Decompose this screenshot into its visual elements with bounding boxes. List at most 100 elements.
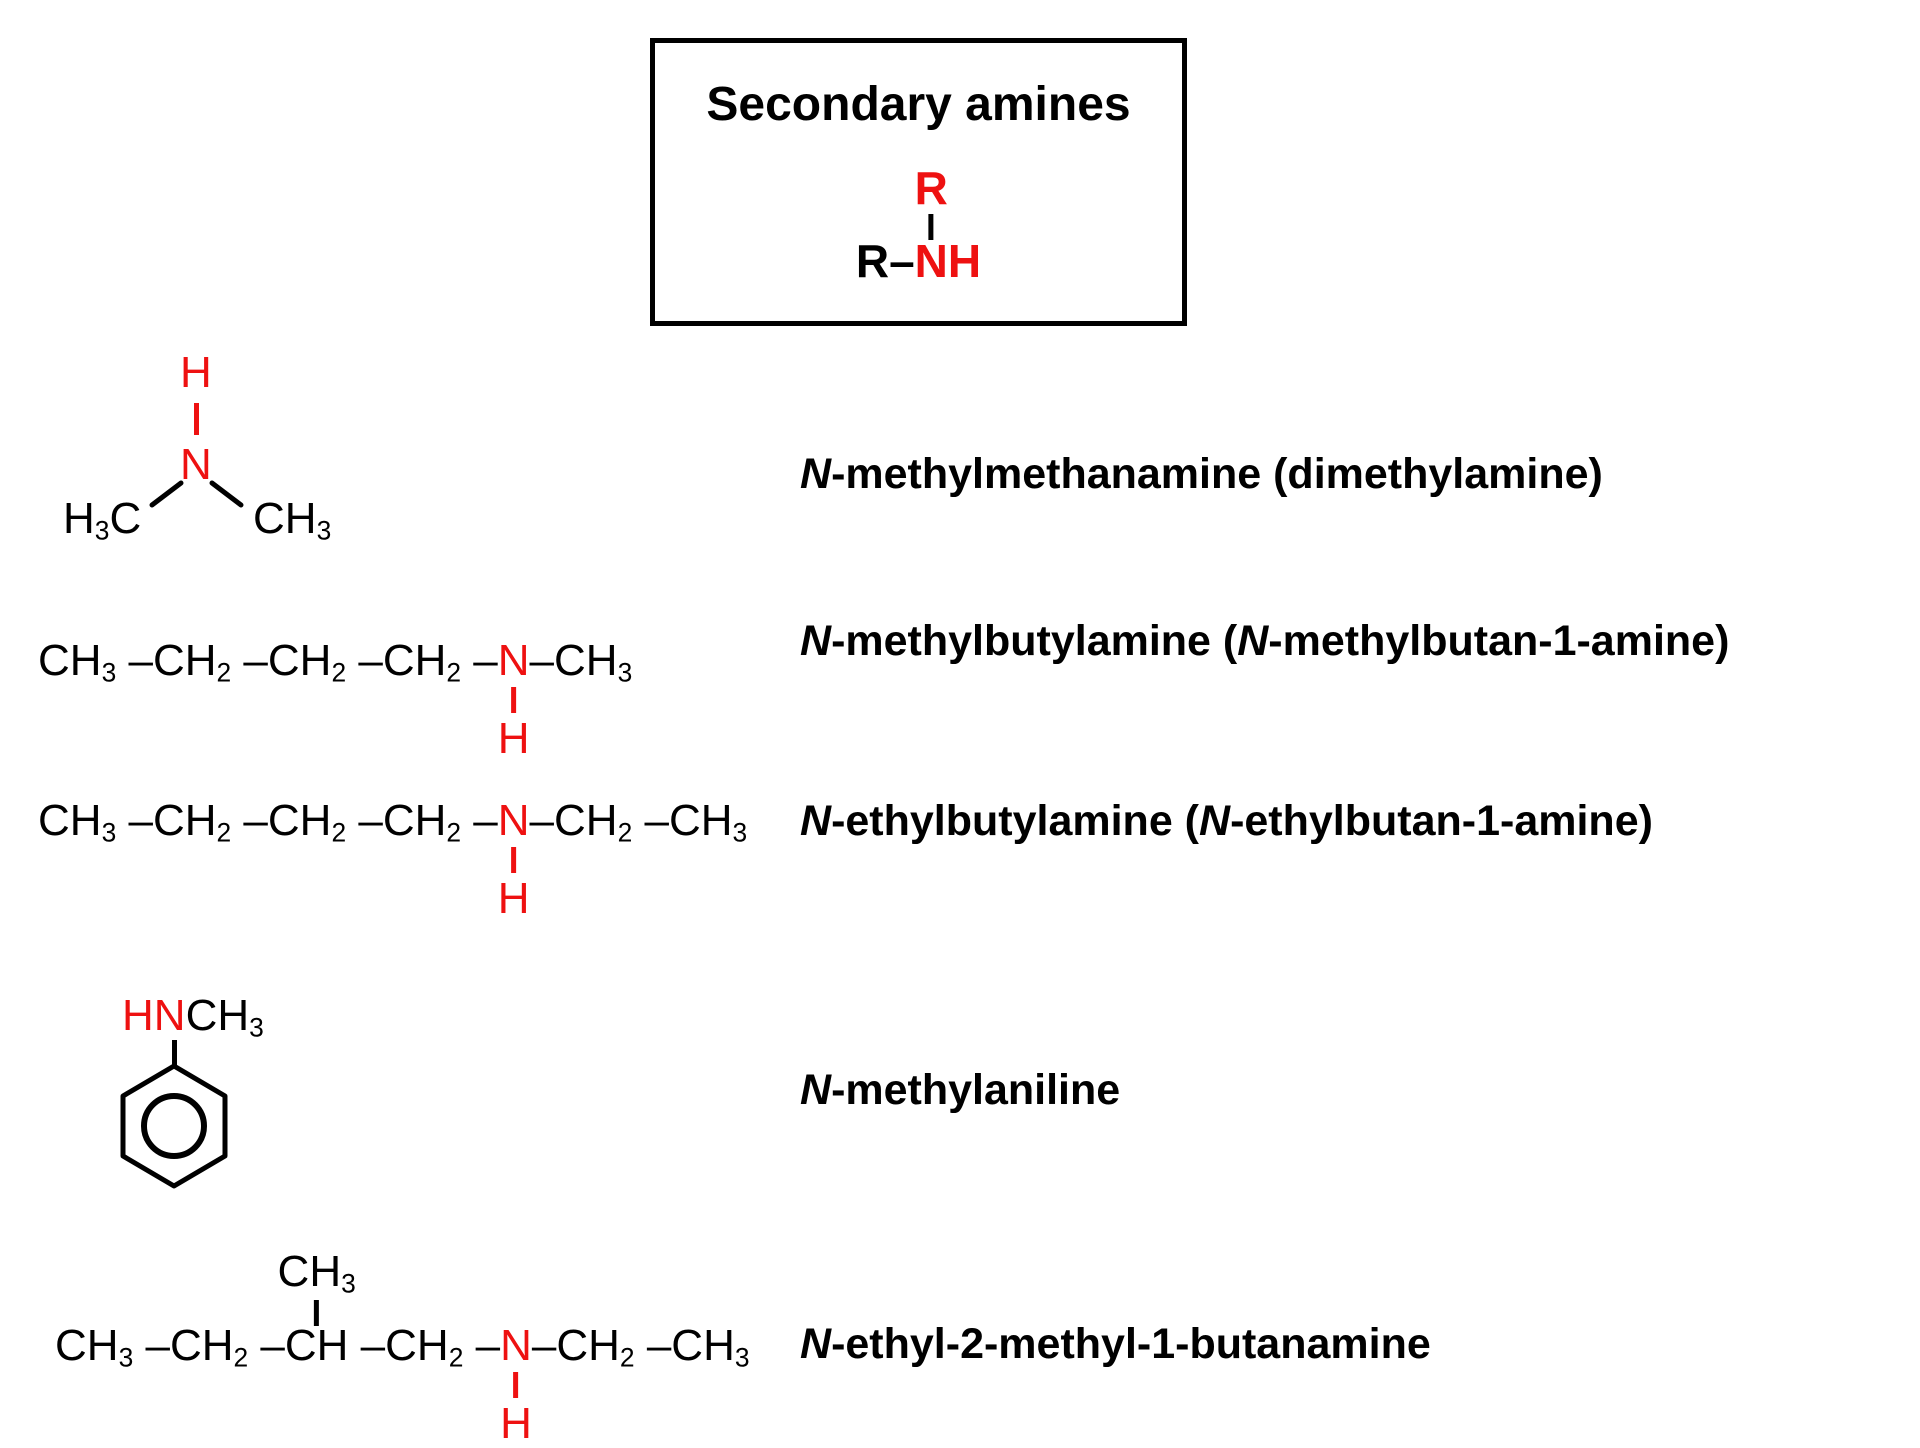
- subscript: 2: [446, 657, 462, 688]
- subscript: 3: [617, 657, 633, 688]
- subscript: 3: [734, 1342, 750, 1373]
- label-text: -ethylbutan-1-amine): [1230, 797, 1653, 845]
- methyl-group-left: H3C: [63, 497, 141, 544]
- subscript: 2: [331, 657, 347, 688]
- n-h-bond: [511, 847, 517, 873]
- n-atom: HN: [122, 991, 186, 1040]
- amine-hydrogen-label: H: [180, 348, 212, 397]
- subscript: 2: [233, 1342, 249, 1373]
- subscript: 3: [732, 817, 748, 848]
- subscript: 3: [316, 515, 332, 546]
- subscript: 3: [101, 817, 117, 848]
- structure-dimethylamine: H N H3C CH3: [55, 345, 375, 575]
- structure-n-methylaniline: HNCH3: [110, 990, 350, 1210]
- n-atom: H: [497, 874, 530, 923]
- formula-token: H3: [63, 494, 110, 546]
- label-text: -methylmethanamine (dimethylamine): [831, 450, 1603, 498]
- bond-vertical: [314, 1300, 320, 1326]
- box-title: Secondary amines: [706, 78, 1131, 131]
- n-atom: H: [497, 714, 530, 763]
- subscript: 3: [101, 657, 117, 688]
- locant-n-italic: N: [1237, 617, 1269, 665]
- formula-token: –: [248, 1321, 285, 1370]
- locant-n-italic: N: [800, 450, 832, 498]
- n-atom: N: [180, 440, 212, 489]
- n-h-group: H: [498, 847, 530, 921]
- label-text: -ethyl-2-methyl-1-butanamine: [831, 1320, 1431, 1368]
- label-text: -methylbutylamine (: [831, 617, 1238, 665]
- locant-n-italic: N: [800, 617, 832, 665]
- formula-token: –CH3: [634, 1321, 750, 1373]
- formula-token: CH3: [38, 636, 117, 688]
- subscript: 3: [118, 1342, 134, 1373]
- formula-token: R: [914, 162, 948, 214]
- n-h-bond: [194, 403, 199, 435]
- label-n-methylmethanamine: N-methylmethanamine (dimethylamine): [800, 450, 1603, 499]
- locant-n-italic: N: [800, 797, 832, 845]
- label-text: -methylaniline: [831, 1066, 1121, 1114]
- n-atom: H: [500, 1399, 532, 1448]
- hn-ch3-group: HNCH3: [122, 994, 264, 1041]
- ring-substituent-bond: [172, 1040, 177, 1068]
- subscript: 2: [331, 817, 347, 848]
- subscript: 3: [249, 1012, 264, 1043]
- subscript: 3: [341, 1268, 356, 1299]
- formula-token: –CH2: [346, 636, 462, 688]
- formula-token: CH3: [277, 1247, 356, 1299]
- subscript: 3: [94, 515, 110, 546]
- formula-token: –CH2: [231, 636, 347, 688]
- formula-token: –CH3: [529, 636, 633, 688]
- formula-token: CH3: [253, 494, 332, 546]
- formula-token: –CH2: [116, 796, 232, 848]
- formula-token: –CH2: [116, 636, 232, 688]
- formula-token: –: [463, 1321, 501, 1370]
- n-h-bond: [513, 1372, 519, 1398]
- subscript: 2: [619, 1342, 635, 1373]
- above-group: CH3: [278, 1250, 356, 1326]
- benzene-ring: [120, 1063, 228, 1189]
- formula-token: –CH2: [348, 1321, 464, 1373]
- formula-token: –: [461, 636, 498, 685]
- formula-token: –CH2: [531, 1321, 635, 1373]
- bond-lines: [149, 480, 244, 508]
- formula-token: –: [461, 796, 498, 845]
- subscript: 2: [216, 657, 232, 688]
- locant-n-italic: N: [1199, 797, 1231, 845]
- above-group: R: [915, 165, 948, 240]
- subscript: 2: [446, 817, 462, 848]
- label-text: -ethylbutylamine (: [831, 797, 1199, 845]
- locant-n-italic: N: [800, 1066, 832, 1114]
- subscript: 2: [216, 817, 232, 848]
- formula-token: –CH2: [346, 796, 462, 848]
- methyl-group-right: CH3: [253, 497, 331, 544]
- n-h-bond: [511, 687, 517, 713]
- label-n-methylbutylamine: N-methylbutylamine (N-methylbutan-1-amin…: [800, 617, 1729, 666]
- n-h-group: H: [498, 687, 530, 761]
- subscript: 2: [617, 817, 633, 848]
- label-text: -methylbutan-1-amine): [1268, 617, 1730, 665]
- formula-token: CH3: [38, 796, 117, 848]
- subscript: 2: [448, 1342, 464, 1373]
- label-n-ethyl-2-methyl-1-butanamine: N-ethyl-2-methyl-1-butanamine: [800, 1320, 1431, 1369]
- formula-token: –CH2: [133, 1321, 249, 1373]
- n-atom: H: [947, 235, 982, 287]
- formula-token: –CH2: [529, 796, 633, 848]
- formula-token: R–: [855, 235, 915, 287]
- label-n-ethylbutylamine: N-ethylbutylamine (N-ethylbutan-1-amine): [800, 797, 1653, 846]
- formula-token: C: [109, 494, 142, 543]
- label-n-methylaniline: N-methylaniline: [800, 1066, 1120, 1115]
- locant-n-italic: N: [800, 1320, 832, 1368]
- bond-vertical: [928, 214, 934, 240]
- formula-token: –CH3: [632, 796, 748, 848]
